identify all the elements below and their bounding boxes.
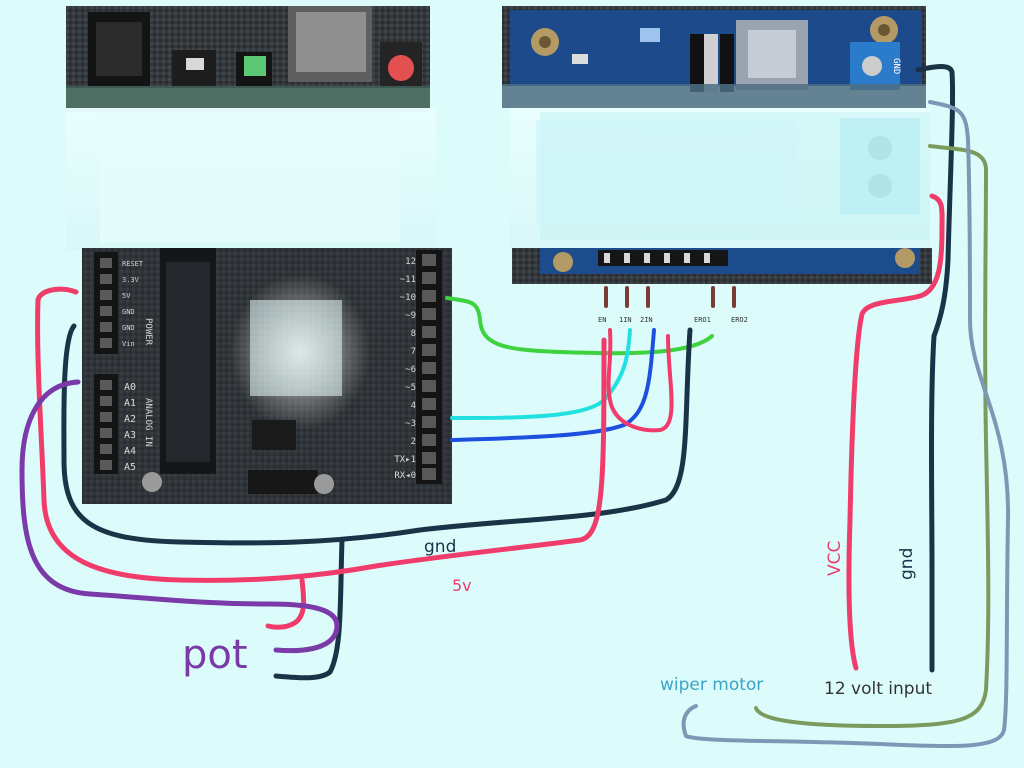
pin-label: 5V <box>122 292 131 300</box>
driver-pin-stubs <box>604 286 736 308</box>
pin-label: ~11 <box>400 275 416 285</box>
wire-gnd-pot <box>273 537 345 681</box>
wire-12v-vcc <box>846 193 945 671</box>
pin-label: ~10 <box>400 293 416 303</box>
analog-pin-labels: A0 A1 A2 A3 A4 A5 <box>124 382 136 473</box>
driver-pin-en: EN <box>598 316 606 324</box>
pin-label: TX▸1 <box>394 455 416 465</box>
arduino-washed-overlay <box>100 112 400 242</box>
driver-pin-2in: 2IN <box>640 316 653 324</box>
pin-label: 3.3V <box>122 276 140 284</box>
pin-label: Vin <box>122 340 135 348</box>
wire-gnd-bus <box>61 323 693 546</box>
pin-label: GND <box>122 308 135 316</box>
power-header-label: POWER <box>143 318 153 346</box>
driver-pin-labels: EN 1IN 2IN ERO1 ERO2 <box>598 316 748 324</box>
pin-label: A0 <box>124 382 136 393</box>
analog-header-label: ANALOG IN <box>143 398 153 447</box>
driver-pin-ero2: ERO2 <box>731 316 748 324</box>
power-pin-labels: RESET 3.3V 5V GND GND Vin <box>122 260 144 348</box>
pin-label: A5 <box>124 462 136 473</box>
pin-label: GND <box>122 324 135 332</box>
label-5v: 5v <box>452 576 472 595</box>
digital-pin-labels: 12 ~11 ~10 ~9 8 7 ~6 ~5 4 ~3 2 TX▸1 RX◂0 <box>394 257 416 481</box>
pin-label: 2 <box>411 437 416 447</box>
pin-label: 4 <box>411 401 416 411</box>
arduino-photo-band <box>66 86 430 112</box>
terminal-screw-ghost <box>868 174 892 198</box>
label-vcc: VCC <box>825 541 845 576</box>
driver-photo-top: GND <box>502 6 926 92</box>
wire-5v-bus <box>35 286 607 583</box>
driver-terminal-label: GND <box>891 58 901 74</box>
label-gnd-left: gnd <box>424 537 456 557</box>
pin-label: A4 <box>124 446 136 457</box>
arduino-board-photo <box>82 248 452 504</box>
pin-label: ~3 <box>405 419 416 429</box>
wire-motor-a <box>754 144 991 728</box>
pin-label: ~6 <box>405 365 416 375</box>
pin-label: 8 <box>411 329 416 339</box>
driver-photo-band <box>502 84 926 108</box>
driver-pin-ero1: ERO1 <box>694 316 711 324</box>
pin-label: ~9 <box>405 311 416 321</box>
pin-label: A2 <box>124 414 136 425</box>
wire-5v-pot <box>265 577 307 630</box>
label-gnd-right: gnd <box>897 548 917 580</box>
driver-photo-bottom <box>512 248 932 284</box>
digital-header-pins <box>422 254 436 480</box>
driver-washed-inner <box>536 120 796 226</box>
label-pot: pot <box>182 632 248 678</box>
driver-pin-1in: 1IN <box>619 316 632 324</box>
label-12-volt-input: 12 volt input <box>824 679 932 699</box>
pin-label: A1 <box>124 398 136 409</box>
arduino-photo-top <box>66 6 430 88</box>
wires <box>19 64 1011 749</box>
driver-terminal-ghost <box>840 118 920 214</box>
terminal-screw-ghost <box>868 136 892 160</box>
label-wiper-motor: wiper motor <box>660 675 763 695</box>
pin-label: A3 <box>124 430 136 441</box>
pin-label: RX◂0 <box>394 471 416 481</box>
wire-motor-b <box>681 100 1011 749</box>
pin-label: RESET <box>122 260 144 268</box>
pin-label: 12 <box>405 257 416 267</box>
wire-12v-gnd <box>915 64 956 673</box>
wire-en-jumper <box>606 328 674 433</box>
wire-blue <box>450 328 656 442</box>
pin-label: ~5 <box>405 383 416 393</box>
analog-header-pins <box>100 380 112 470</box>
pin-label: 7 <box>411 347 416 357</box>
power-header-pins <box>100 258 112 348</box>
wire-pot-wiper <box>19 379 340 654</box>
wire-green <box>445 296 714 356</box>
